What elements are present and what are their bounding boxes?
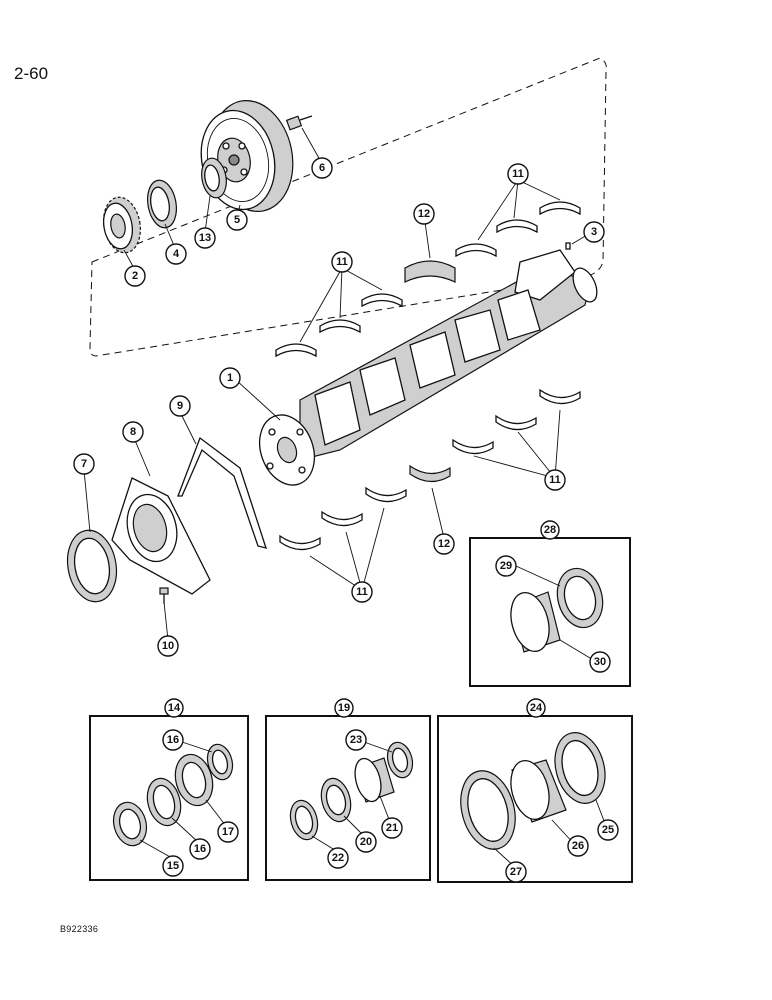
callout-20: 20 — [355, 831, 377, 853]
callout-17: 17 — [217, 821, 239, 843]
callout-2: 2 — [124, 265, 146, 287]
callout-5: 5 — [226, 209, 248, 231]
callout-13-label: 13 — [199, 232, 211, 244]
callout-21-label: 21 — [386, 822, 398, 834]
callout-11b: 11 — [331, 251, 353, 273]
callout-24: 24 — [526, 698, 546, 718]
callout-7-label: 7 — [81, 458, 87, 470]
kit-28-parts — [510, 565, 604, 659]
callout-8-label: 8 — [130, 426, 136, 438]
callout-6: 6 — [311, 157, 333, 179]
figure-code: B922336 — [60, 924, 99, 934]
callout-12b-label: 12 — [438, 538, 450, 550]
callout-28: 28 — [540, 520, 560, 540]
callout-23-label: 23 — [350, 734, 362, 746]
callout-11a: 11 — [507, 163, 529, 185]
callout-24-label: 24 — [530, 702, 543, 714]
callout-11d-label: 11 — [356, 586, 368, 598]
callout-16a-label: 16 — [167, 734, 179, 746]
callout-15: 15 — [162, 855, 184, 877]
kit-19-parts — [289, 741, 414, 853]
kit-14-parts — [112, 741, 234, 859]
callout-26: 26 — [567, 835, 589, 857]
spacer-ring-13 — [201, 157, 227, 199]
callout-6-label: 6 — [319, 162, 325, 174]
callout-12a: 12 — [413, 203, 435, 225]
callout-1-label: 1 — [227, 372, 233, 384]
callout-7: 7 — [73, 453, 95, 475]
page-number: 2-60 — [14, 64, 49, 83]
rear-oil-seal — [66, 529, 118, 603]
callout-29: 29 — [495, 555, 517, 577]
rear-gasket — [177, 436, 267, 549]
callout-16b-label: 16 — [194, 843, 206, 855]
callout-30-label: 30 — [594, 656, 606, 668]
callout-14-label: 14 — [168, 702, 181, 714]
callout-29-label: 29 — [500, 560, 512, 572]
callout-25-label: 25 — [602, 824, 614, 836]
housing-bolt — [159, 587, 169, 604]
callout-3-label: 3 — [591, 226, 597, 238]
callout-19-label: 19 — [338, 702, 350, 714]
callout-9: 9 — [169, 395, 191, 417]
callout-11b-label: 11 — [336, 256, 348, 268]
callout-20-label: 20 — [360, 836, 372, 848]
crankshaft-gear — [102, 196, 141, 254]
callout-11c: 11 — [544, 469, 566, 491]
callout-17-label: 17 — [222, 826, 234, 838]
callout-11a-label: 11 — [512, 168, 524, 180]
callout-27-label: 27 — [510, 866, 522, 878]
callout-15-label: 15 — [167, 860, 179, 872]
callout-16b: 16 — [189, 838, 211, 860]
callout-22-label: 22 — [332, 852, 344, 864]
seal-ring-4 — [146, 179, 178, 229]
lower-bearing-shells — [279, 388, 581, 551]
callout-4-label: 4 — [173, 248, 180, 260]
callout-30: 30 — [589, 651, 611, 673]
callout-4: 4 — [165, 243, 187, 265]
callout-1: 1 — [219, 367, 241, 389]
kit-24-parts — [460, 732, 607, 869]
rear-seal-housing — [111, 477, 211, 595]
front-group-outline — [89, 57, 607, 357]
pulley-bolt — [285, 115, 313, 131]
callout-27: 27 — [505, 861, 527, 883]
callout-11c-label: 11 — [549, 474, 561, 486]
callout-3: 3 — [583, 221, 605, 243]
callout-13: 13 — [194, 227, 216, 249]
callout-5-label: 5 — [234, 214, 240, 226]
callout-11d: 11 — [351, 581, 373, 603]
crankshaft — [258, 249, 598, 486]
callout-12b: 12 — [433, 533, 455, 555]
dowel-pin — [565, 242, 571, 250]
callout-12a-label: 12 — [418, 208, 430, 220]
callout-16a: 16 — [162, 729, 184, 751]
upper-bearing-shells — [275, 201, 581, 358]
callout-10-label: 10 — [162, 640, 174, 652]
callout-10: 10 — [157, 635, 179, 657]
callout-23: 23 — [345, 729, 367, 751]
callout-9-label: 9 — [177, 400, 183, 412]
callout-22: 22 — [327, 847, 349, 869]
crankshaft-pulley — [200, 99, 294, 213]
callout-28-label: 28 — [544, 524, 556, 536]
callout-26-label: 26 — [572, 840, 584, 852]
leader-lines — [83, 127, 593, 641]
callout-25: 25 — [597, 819, 619, 841]
callout-2-label: 2 — [132, 270, 138, 282]
callout-21: 21 — [381, 817, 403, 839]
callout-19: 19 — [334, 698, 354, 718]
callout-8: 8 — [122, 421, 144, 443]
callout-14: 14 — [164, 698, 184, 718]
